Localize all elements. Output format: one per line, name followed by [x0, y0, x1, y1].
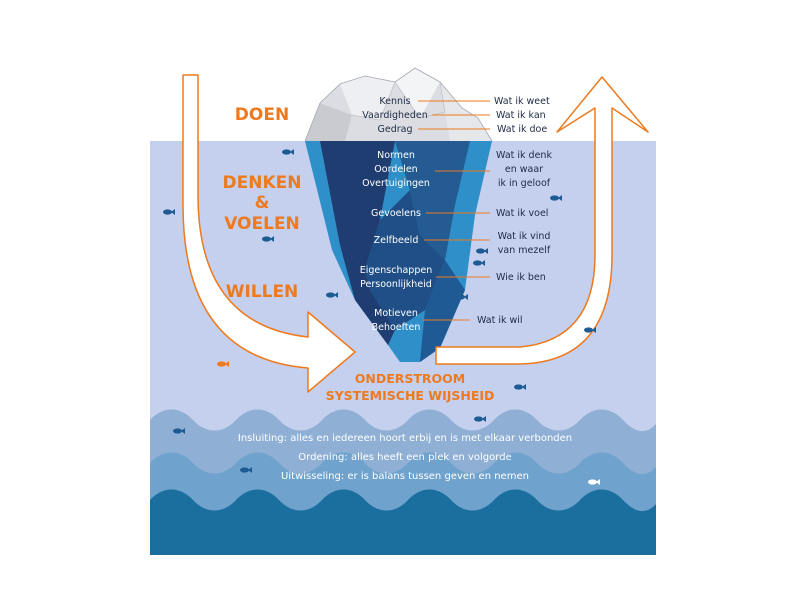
label-persoonlijkheid: Persoonlijkheid	[360, 279, 432, 290]
layer-denken: DENKEN	[223, 173, 302, 193]
right-label-denk-2: en waar	[505, 164, 543, 175]
label-overtuigingen: Overtuigingen	[362, 178, 430, 189]
right-label-denk-1: Wat ik denk	[496, 150, 552, 161]
right-label-kan: Wat ik kan	[496, 110, 546, 121]
right-label-voel: Wat ik voel	[496, 208, 548, 219]
label-eigenschappen: Eigenschappen	[360, 265, 432, 276]
principle-uitwisseling: Uitwisseling: er is balans tussen geven …	[281, 471, 529, 482]
label-oordelen: Oordelen	[374, 164, 417, 175]
principle-ordening: Ordening: alles heeft een plek en volgor…	[298, 452, 511, 463]
right-label-vind-2: van mezelf	[498, 245, 551, 256]
label-kennis: Kennis	[379, 96, 410, 107]
label-gevoelens: Gevoelens	[371, 208, 421, 219]
label-vaardigheden: Vaardigheden	[362, 110, 428, 121]
right-label-ben: Wie ik ben	[496, 272, 546, 283]
layer-voelen: VOELEN	[224, 214, 300, 234]
iceberg-tip	[304, 67, 493, 142]
label-gedrag: Gedrag	[378, 124, 413, 135]
right-label-weet: Wat ik weet	[494, 96, 550, 107]
label-motieven: Motieven	[374, 308, 418, 319]
leader-lines	[418, 100, 490, 321]
right-label-doe: Wat ik doe	[497, 124, 547, 135]
right-label-denk-3: ik in geloof	[498, 178, 551, 189]
principle-insluiting: Insluiting: alles en iedereen hoort erbi…	[238, 433, 572, 444]
up-arrow	[435, 76, 649, 365]
label-normen: Normen	[377, 150, 415, 161]
wave-band-3	[150, 489, 656, 555]
down-arrow	[182, 74, 356, 393]
right-label-wil: Wat ik wil	[477, 315, 523, 326]
label-zelfbeeld: Zelfbeeld	[374, 235, 419, 246]
onderstroom-title: ONDERSTROOM	[355, 371, 465, 386]
right-label-vind-1: Wat ik vind	[498, 231, 551, 242]
layer-amp: &	[255, 193, 270, 213]
layer-willen: WILLEN	[226, 282, 299, 302]
label-behoeften: Behoeften	[372, 322, 421, 333]
onderstroom-subtitle: SYSTEMISCHE WIJSHEID	[326, 388, 495, 403]
layer-doen: DOEN	[235, 105, 289, 125]
